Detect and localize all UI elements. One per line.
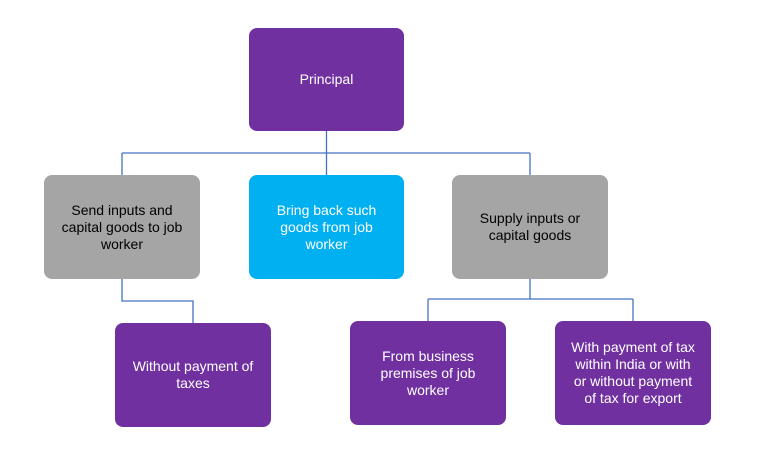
with-payment-label: With payment of tax within India or with…	[571, 339, 695, 406]
bring-back-node: Bring back such goods from job worker	[249, 175, 404, 279]
from-business-node: From business premises of job worker	[350, 321, 506, 425]
send-inputs-label: Send inputs and capital goods to job wor…	[61, 201, 183, 252]
bring-back-label: Bring back such goods from job worker	[276, 201, 377, 252]
from-business-label: From business premises of job worker	[380, 347, 476, 398]
without-payment-label: Without payment of taxes	[132, 358, 254, 391]
principal-node: Principal	[249, 28, 404, 131]
send-inputs-node: Send inputs and capital goods to job wor…	[44, 175, 200, 279]
principal-label: Principal	[299, 71, 354, 87]
connector-send-to-without	[121, 279, 194, 323]
with-payment-node: With payment of tax within India or with…	[555, 321, 711, 425]
without-payment-node: Without payment of taxes	[115, 323, 271, 427]
supply-inputs-label: Supply inputs or capital goods	[479, 210, 581, 243]
supply-inputs-node: Supply inputs or capital goods	[452, 175, 608, 279]
